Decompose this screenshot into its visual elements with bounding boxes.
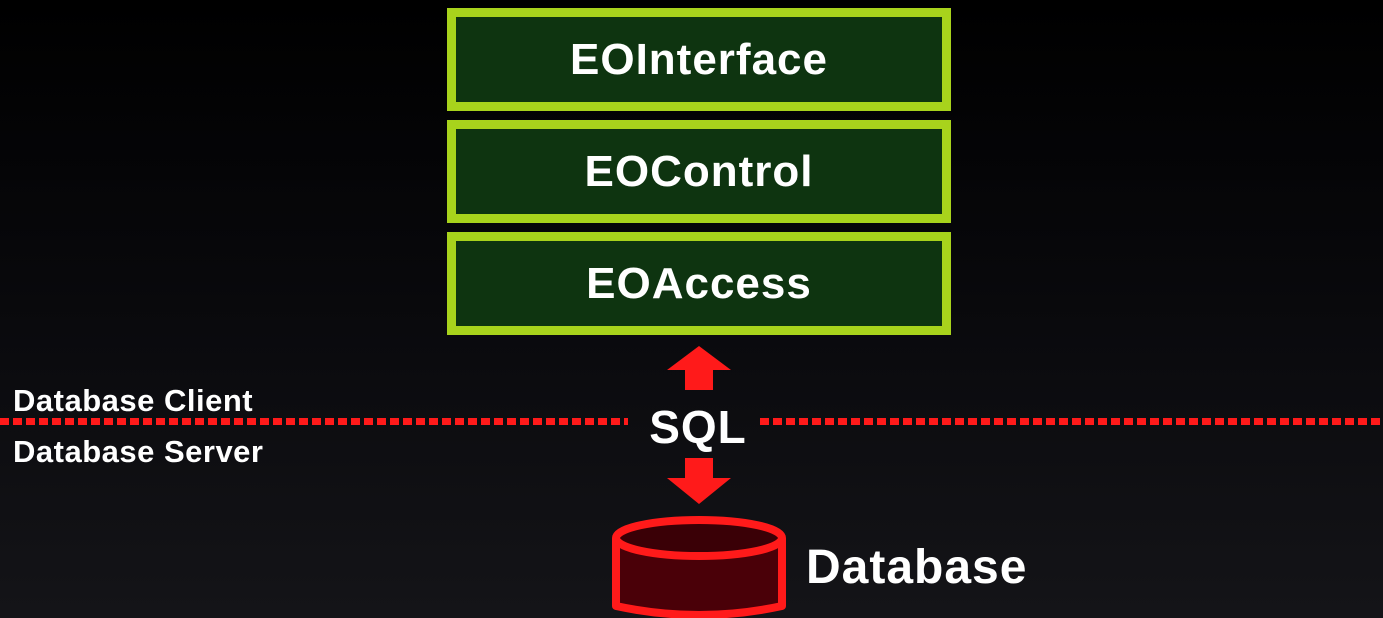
- client-server-divider-right: [760, 418, 1383, 425]
- eointerface-layer-box: EOInterface: [447, 8, 951, 111]
- arrow-up-icon: [667, 346, 731, 390]
- sql-label: SQL: [649, 401, 747, 453]
- eocontrol-label: EOControl: [584, 146, 814, 196]
- database-server-label: Database Server: [13, 434, 264, 469]
- eoaccess-label: EOAccess: [586, 258, 812, 308]
- database-client-label: Database Client: [13, 383, 254, 418]
- client-server-divider-left: [0, 418, 628, 425]
- eointerface-label: EOInterface: [570, 34, 828, 84]
- database-cylinder-icon: [612, 516, 786, 618]
- database-label: Database: [806, 541, 1028, 594]
- eoaccess-layer-box: EOAccess: [447, 232, 951, 335]
- arrow-down-icon: [667, 458, 731, 504]
- eocontrol-layer-box: EOControl: [447, 120, 951, 223]
